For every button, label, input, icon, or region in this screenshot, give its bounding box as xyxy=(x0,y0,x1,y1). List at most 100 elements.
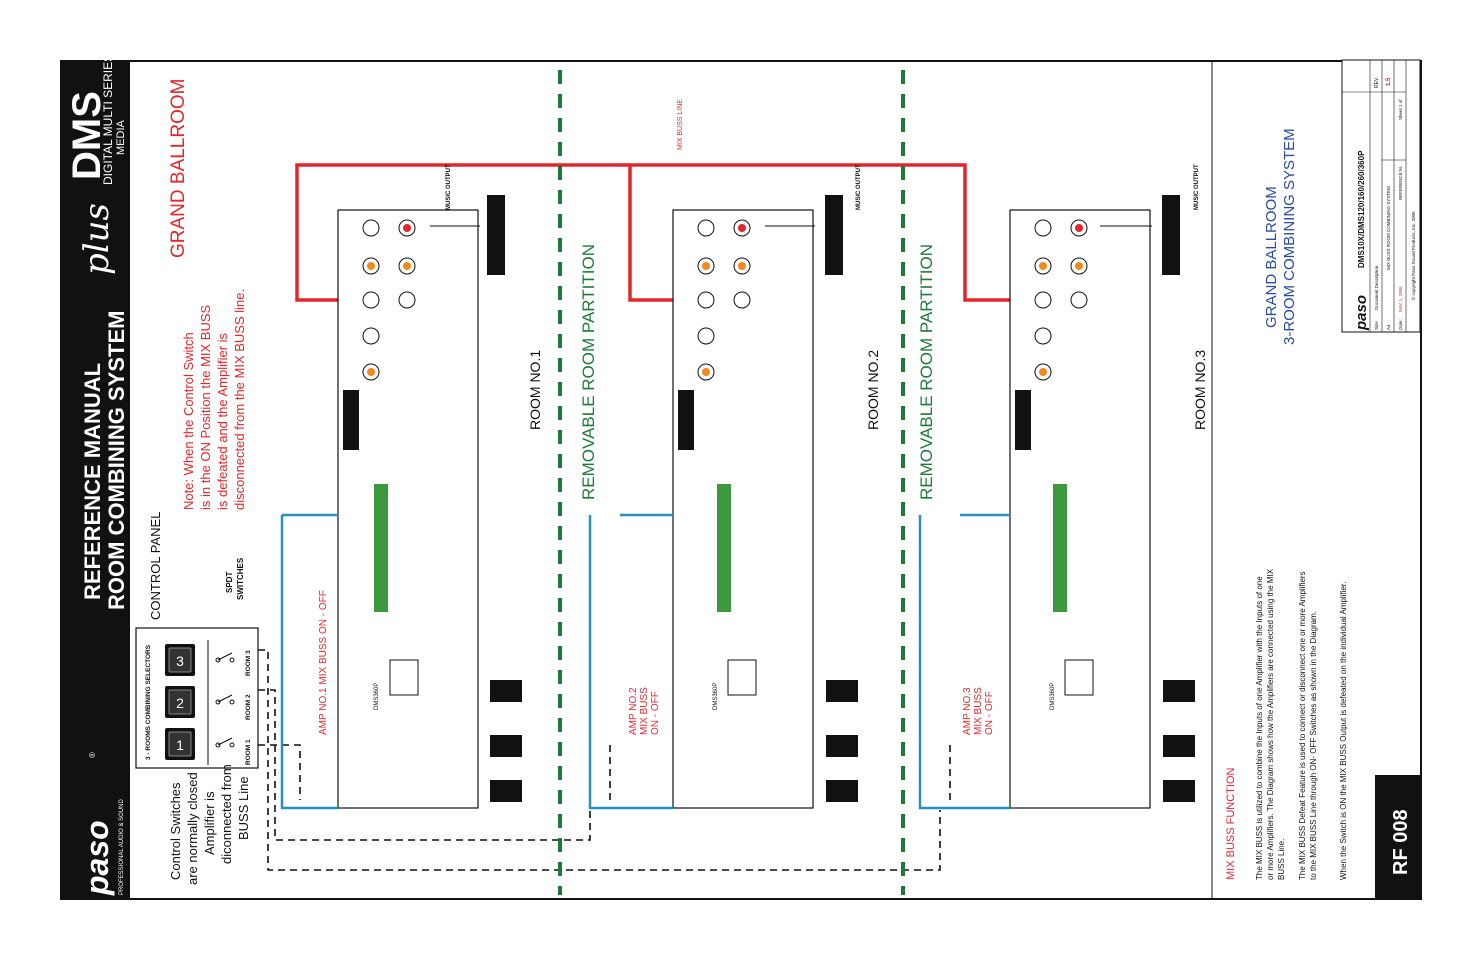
room-3: ROOM NO.3 MUSIC OUTPUT DMS360P AMP NO.3 … xyxy=(918,164,1208,810)
svg-text:paso: paso xyxy=(1353,295,1370,331)
svg-text:Size: Size xyxy=(1374,321,1379,330)
svg-text:MUSIC OUTPUT: MUSIC OUTPUT xyxy=(1194,164,1200,210)
music-source-1 xyxy=(487,195,505,275)
room-name-3: ROOM NO.3 xyxy=(1192,350,1208,430)
defeat-note: Note: When the Control Switch is in the … xyxy=(181,289,247,510)
svg-text:Control Switches: Control Switches xyxy=(168,782,183,880)
mix-buss-description: The MIX BUSS is utilized to combine the … xyxy=(1255,568,1348,880)
selector-button-3[interactable]: 3 xyxy=(165,644,195,676)
title-line1: REFERENCE MANUAL xyxy=(80,363,105,600)
amp-panel-3 xyxy=(1009,209,1151,809)
svg-text:is defeated and the Amplifier: is defeated and the Amplifier is xyxy=(215,332,230,510)
svg-text:REFERENCE M.: REFERENCE M. xyxy=(1398,166,1403,200)
switch-label-room3: ROOM 3 xyxy=(245,650,252,676)
cable-2 xyxy=(588,513,673,810)
svg-text:Document Description: Document Description xyxy=(1374,265,1379,310)
svg-text:AMP NO.2: AMP NO.2 xyxy=(628,687,639,735)
selector-button-2[interactable]: 2 xyxy=(165,686,195,718)
svg-text:REV: REV xyxy=(1374,77,1380,88)
svg-text:GRAND BALLROOM: GRAND BALLROOM xyxy=(1263,186,1280,328)
amp-status-1: AMP NO.1 MIX BUSS ON - OFF xyxy=(318,590,329,735)
logo-text: paso xyxy=(79,820,115,896)
svg-text:MIX BUSS: MIX BUSS xyxy=(639,687,650,735)
terminal-strip-3 xyxy=(1053,484,1067,612)
control-panel-title: CONTROL PANEL xyxy=(148,512,163,620)
svg-text:disconnected from the MIX BUSS: disconnected from the MIX BUSS line. xyxy=(232,289,247,510)
svg-text:Note: When the Control Switch: Note: When the Control Switch xyxy=(181,332,196,510)
left-note: Control Switches are normally closed Amp… xyxy=(168,764,251,885)
cable-1 xyxy=(280,513,338,810)
model-label-1 xyxy=(389,659,419,696)
model-label-2 xyxy=(727,659,757,696)
svg-text:MUSIC OUTPUT: MUSIC OUTPUT xyxy=(856,164,862,210)
terminal-strip-1 xyxy=(374,484,388,612)
mix-buss-line-label: MIX BUSS LINE xyxy=(677,99,684,150)
partition-label-2: REMOVABLE ROOM PARTITION xyxy=(917,244,936,500)
svg-text:ON - OFF: ON - OFF xyxy=(650,691,661,735)
svg-text:DMS360P: DMS360P xyxy=(1050,683,1056,710)
title-line2: ROOM COMBINING SYSTEM xyxy=(104,311,129,610)
spdt-label: SPDT SWITCHES xyxy=(225,557,245,600)
black-sidebar xyxy=(60,60,130,900)
svg-text:BUSS Line: BUSS Line xyxy=(236,776,251,840)
page-code-box xyxy=(1375,775,1422,900)
svg-text:3-ROOM COMBINING SYSTEM: 3-ROOM COMBINING SYSTEM xyxy=(1281,128,1298,345)
amp-status-3: AMP NO.3 MIX BUSS ON - OFF xyxy=(962,687,995,735)
music-source-3 xyxy=(1162,195,1180,275)
logo-tagline: PROFESSIONAL AUDIO & SOUND xyxy=(119,799,125,895)
svg-text:are normally closed: are normally closed xyxy=(185,772,200,885)
room-1: ROOM NO.1 MUSIC OUTPUT DMS360P AMP NO.1 … xyxy=(280,164,543,810)
switch-label-room1: ROOM 1 xyxy=(245,739,252,765)
registered-mark: ® xyxy=(88,752,97,758)
model-label-3 xyxy=(1064,659,1094,696)
room-name-2: ROOM NO.2 xyxy=(865,350,881,430)
caution-label-2 xyxy=(678,390,694,450)
svg-text:DMS360P: DMS360P xyxy=(374,683,380,710)
svg-text:MIX BUSS ROOM COMBINING SYSTEM: MIX BUSS ROOM COMBINING SYSTEM xyxy=(1386,186,1391,270)
svg-text:is in the ON Position the MIX: is in the ON Position the MIX BUSS xyxy=(198,304,213,510)
room-2: ROOM NO.2 MUSIC OUTPUT DMS360P AMP NO.2 … xyxy=(588,164,881,810)
switch-label-room2: ROOM 2 xyxy=(245,694,252,720)
cable-3 xyxy=(918,513,1010,810)
svg-text:MIX BUSS: MIX BUSS xyxy=(973,687,984,735)
svg-text:When the Switch is ON the MIX: When the Switch is ON the MIX BUSS Outpu… xyxy=(1339,582,1348,880)
svg-text:MUSIC OUTPUT: MUSIC OUTPUT xyxy=(446,164,452,210)
svg-text:diconnected from: diconnected from xyxy=(219,764,234,864)
svg-text:3: 3 xyxy=(176,653,184,669)
svg-text:3 - ROOMS COMBINING SELECTORS: 3 - ROOMS COMBINING SELECTORS xyxy=(145,644,152,760)
series-line2: MEDIA xyxy=(115,120,127,156)
dms-logo: DMS xyxy=(65,91,109,180)
mix-buss-function-title: MIX BUSS FUNCTION xyxy=(1225,767,1237,880)
control-wiring xyxy=(258,649,951,871)
svg-text:SPDT: SPDT xyxy=(225,572,234,593)
svg-text:DMS360P: DMS360P xyxy=(713,683,719,710)
svg-text:The MIX BUSS Defeat Feature is: The MIX BUSS Defeat Feature is used to c… xyxy=(1298,571,1307,880)
svg-text:Date:: Date: xyxy=(1398,319,1403,330)
title-block-header: REFERENCE MANUAL ROOM COMBINING SYSTEM p… xyxy=(65,54,129,610)
svg-text:The MIX BUSS is utilized to co: The MIX BUSS is utilized to combine the … xyxy=(1255,576,1264,880)
plus-wordmark: plus xyxy=(77,203,117,275)
svg-text:© copyright Paso Sound Product: © copyright Paso Sound Products, Inc. 20… xyxy=(1410,211,1416,300)
amp-panel-2 xyxy=(672,209,814,809)
series-line1: DIGITAL MULTI SERIES xyxy=(101,54,115,185)
music-source-2 xyxy=(825,195,843,275)
svg-text:1.5: 1.5 xyxy=(1386,77,1392,86)
svg-text:2: 2 xyxy=(176,695,184,711)
svg-text:AMP NO.3: AMP NO.3 xyxy=(962,687,973,735)
control-panel: 3 - ROOMS COMBINING SELECTORS 1 2 3 ROOM… xyxy=(135,627,259,769)
svg-text:ON - OFF: ON - OFF xyxy=(984,691,995,735)
amp-status-2: AMP NO.2 MIX BUSS ON - OFF xyxy=(628,687,661,735)
svg-text:1: 1 xyxy=(176,737,184,753)
paso-logo: paso PROFESSIONAL AUDIO & SOUND ® xyxy=(79,752,125,896)
page-code: RF 008 xyxy=(1390,809,1412,875)
title-block: paso DMS10X/DMS120/160/260/360P Size A4 … xyxy=(1341,59,1421,333)
svg-text:SWITCHES: SWITCHES xyxy=(236,557,245,600)
caution-label-1 xyxy=(343,390,359,450)
svg-text:Sheet 1 of: Sheet 1 of xyxy=(1398,99,1403,120)
amp-panel-1 xyxy=(337,209,479,809)
right-title: GRAND BALLROOM 3-ROOM COMBINING SYSTEM xyxy=(1263,128,1298,345)
svg-text:BUSS Line.: BUSS Line. xyxy=(1277,839,1286,880)
selector-button-1[interactable]: 1 xyxy=(165,728,195,760)
room-name-1: ROOM NO.1 xyxy=(527,350,543,430)
